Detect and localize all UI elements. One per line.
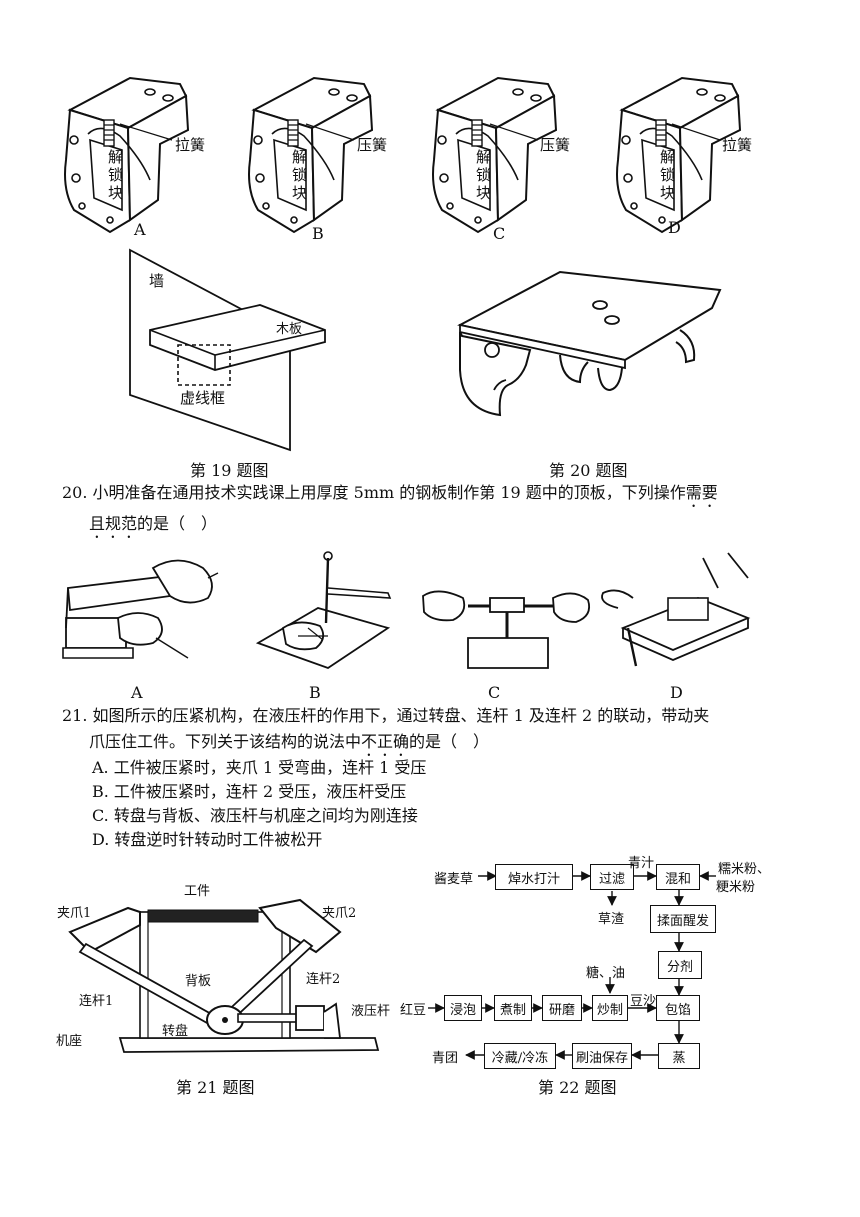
- operation-figure-d: [601, 552, 751, 667]
- question-21: 21. 如图所示的压紧机构，在液压杆的作用下，通过转盘、连杆 1 及连杆 2 的…: [62, 704, 832, 728]
- flow-node-soak: 浸泡: [444, 995, 482, 1021]
- operation-figure-c: [422, 590, 591, 669]
- question-21-text: 如图所示的压紧机构，在液压杆的作用下，通过转盘、连杆 1 及连杆 2 的联动，带…: [92, 706, 710, 725]
- option-label-d: D: [668, 218, 681, 237]
- flow-node-mix: 混和: [656, 864, 700, 890]
- fig20-caption: 第 20 题图: [549, 461, 628, 480]
- hydraulic-label: 液压杆: [351, 1004, 391, 1019]
- base-label: 机座: [56, 1034, 83, 1049]
- link1-label: 连杆1: [79, 994, 114, 1009]
- flow-flour1-label: 糯米粉、: [718, 862, 771, 877]
- wall-label: 墙: [149, 272, 165, 290]
- flowchart-arrows: [428, 871, 716, 1060]
- turntable-label: 转盘: [162, 1024, 189, 1039]
- block-label-d: 解锁块: [660, 148, 676, 202]
- claw2-label: 夹爪2: [322, 906, 357, 921]
- flow-flour2-label: 粳米粉: [716, 880, 756, 895]
- wall-board-figure: [129, 248, 326, 452]
- question-21-emphasis: 不正确: [361, 732, 410, 751]
- option-d[interactable]: D. 转盘逆时针转动时工件被松开: [92, 830, 323, 849]
- flow-sugar-oil-label: 糖、油: [586, 966, 626, 981]
- bracket-figure-d: [616, 77, 741, 233]
- spring-label-d: 拉簧: [722, 136, 753, 154]
- option-c[interactable]: C. 转盘与背板、液压杆与机座之间均为刚连接: [92, 806, 418, 825]
- flow-redbean-label: 红豆: [400, 1003, 427, 1018]
- flow-node-fry: 炒制: [592, 995, 628, 1021]
- flow-node-divide: 分剂: [658, 951, 702, 979]
- bracket-figure-c: [432, 77, 557, 233]
- fig19-caption: 第 19 题图: [190, 461, 269, 480]
- board-label: 木板: [276, 322, 303, 337]
- link2-label: 连杆2: [306, 972, 341, 987]
- bracket-figure-a: [64, 77, 189, 233]
- top-plate-figure: [457, 270, 722, 417]
- flow-residue-label: 草渣: [598, 912, 625, 927]
- op-label-b: B: [309, 683, 321, 702]
- spring-label-b: 压簧: [357, 136, 388, 154]
- flow-node-cool: 冷藏/冷冻: [484, 1043, 556, 1069]
- question-20-number: 20.: [62, 483, 88, 502]
- flow-node-boil: 煮制: [494, 995, 532, 1021]
- workpiece-label: 工件: [184, 884, 211, 899]
- flow-node-fill: 包馅: [656, 995, 700, 1021]
- flow-output-label: 青团: [432, 1051, 459, 1066]
- flow-node-filter: 过滤: [590, 864, 634, 890]
- op-label-a: A: [131, 683, 143, 702]
- spring-label-a: 拉簧: [175, 136, 206, 154]
- backplate-label: 背板: [185, 974, 212, 989]
- option-a[interactable]: A. 工件被压紧时，夹爪 1 受弯曲，连杆 1 受压: [92, 758, 427, 777]
- op-label-c: C: [488, 683, 501, 702]
- operation-figure-a: [62, 559, 219, 659]
- q19-option-figures: [64, 77, 741, 233]
- flow-node-knead: 揉面醒发: [650, 905, 716, 933]
- claw1-label: 夹爪1: [57, 906, 92, 921]
- flow-node-grind: 研磨: [542, 995, 582, 1021]
- option-label-a: A: [134, 220, 146, 239]
- question-20-emphasis-2: 且规范: [89, 514, 138, 533]
- block-label-a: 解锁块: [108, 148, 124, 202]
- dashed-box-label: 虚线框: [180, 389, 226, 407]
- flow-node-oil: 刷油保存: [572, 1043, 632, 1069]
- question-20-line2: 且规范的是（ ）: [89, 514, 218, 533]
- question-21-options: A. 工件被压紧时，夹爪 1 受弯曲，连杆 1 受压 B. 工件被压紧时，连杆 …: [92, 756, 426, 852]
- option-label-c: C: [493, 224, 506, 243]
- q20-operation-figures: [62, 551, 751, 669]
- operation-figure-b: [255, 551, 392, 669]
- flow-input-grass: 酱麦草: [434, 872, 474, 887]
- bracket-figure-b: [248, 77, 373, 233]
- question-20-emphasis-1: 需要: [685, 483, 718, 502]
- question-20: 20. 小明准备在通用技术实践课上用厚度 5mm 的钢板制作第 19 题中的顶板…: [62, 481, 822, 511]
- question-21-line2: 爪压住工件。下列关于该结构的说法中不正确的是（ ）: [89, 732, 490, 751]
- flow-juice-label: 青汁: [628, 856, 655, 871]
- fig22-caption: 第 22 题图: [538, 1078, 617, 1097]
- flow-paste-label: 豆沙: [630, 994, 657, 1009]
- block-label-b: 解锁块: [292, 148, 308, 202]
- clamp-mechanism-figure: [68, 898, 380, 1053]
- block-label-c: 解锁块: [476, 148, 492, 202]
- fig21-caption: 第 21 题图: [176, 1078, 255, 1097]
- question-20-text: 小明准备在通用技术实践课上用厚度 5mm 的钢板制作第 19 题中的顶板，下列操…: [92, 483, 686, 502]
- option-b[interactable]: B. 工件被压紧时，连杆 2 受压，液压杆受压: [92, 782, 407, 801]
- option-label-b: B: [312, 224, 324, 243]
- question-21-number: 21.: [62, 706, 88, 725]
- flow-node-steam: 蒸: [658, 1043, 700, 1069]
- op-label-d: D: [670, 683, 683, 702]
- flow-node-blanch: 焯水打汁: [495, 864, 573, 890]
- spring-label-c: 压簧: [540, 136, 571, 154]
